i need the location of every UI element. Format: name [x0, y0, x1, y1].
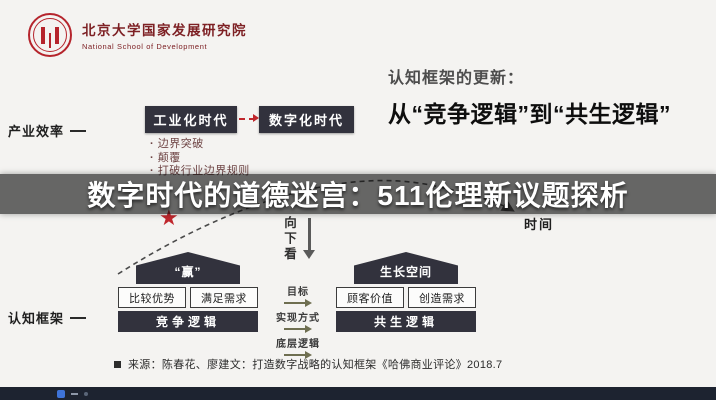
axis-label-text: 认知框架	[8, 311, 65, 326]
house-cells: 顾客价值 创造需求	[336, 287, 476, 308]
logo-subtitle: National School of Development	[82, 42, 208, 51]
university-emblem-icon	[28, 13, 72, 57]
axis-label-industry-efficiency: 产业效率	[8, 121, 87, 140]
heading-title: 从“竞争逻辑”到“共生逻辑”	[388, 101, 671, 127]
right-arrow-icon	[284, 299, 312, 307]
logo-title: 北京大学国家发展研究院	[82, 23, 247, 38]
axis-label-cognitive-framework: 认知框架	[8, 308, 87, 327]
relation-label: 底层逻辑	[276, 339, 320, 350]
era-box-digital: 数字化时代	[259, 106, 354, 133]
right-arrow-icon	[284, 325, 312, 333]
taskbar-dot-icon	[84, 391, 88, 396]
house-roof-win: “赢”	[136, 252, 240, 284]
house-base-symbiosis-logic: 共生逻辑	[336, 311, 476, 332]
title-banner-overlay: 数字时代的道德迷宫：511伦理新议题探析	[0, 174, 716, 214]
right-arrow-icon	[284, 351, 312, 359]
era-box-industrial: 工业化时代	[145, 106, 237, 133]
logo-text-block: 北京大学国家发展研究院 National School of Developme…	[82, 19, 247, 51]
bullet-item: 颠覆	[150, 152, 250, 166]
relation-goal: 目标	[284, 283, 312, 307]
look-down-callout: 向下看	[280, 216, 315, 263]
university-logo: 北京大学国家发展研究院 National School of Developme…	[28, 13, 247, 57]
axis-tick-line	[70, 129, 87, 132]
relation-label: 目标	[287, 287, 309, 298]
emblem-seal-marks	[41, 27, 45, 44]
relation-label: 实现方式	[276, 313, 320, 324]
digital-era-bullet-list: 边界突破 颠覆 打破行业边界规则	[150, 138, 250, 179]
down-arrow-icon	[303, 216, 315, 262]
square-bullet-icon	[114, 360, 121, 368]
bottom-taskbar	[0, 387, 716, 400]
cognitive-framework-heading: 认知框架的更新： 从“竞争逻辑”到“共生逻辑”	[388, 64, 671, 129]
axis-tick-line	[70, 316, 87, 319]
banner-title: 数字时代的道德迷宫：511伦理新议题探析	[87, 180, 629, 211]
bullet-item: 边界突破	[150, 138, 250, 152]
taskbar-glyph-icon[interactable]	[71, 392, 78, 395]
axis-label-text: 产业效率	[8, 124, 65, 139]
competition-logic-house: “赢” 比较优势 满足需求 竞争逻辑	[118, 252, 258, 332]
cell-customer-value: 顾客价值	[336, 287, 404, 308]
house-base-competition-logic: 竞争逻辑	[118, 311, 258, 332]
cell-satisfy-demand: 满足需求	[190, 287, 258, 308]
era-transition-arrow-icon	[239, 114, 259, 122]
relation-column: 目标 实现方式 底层逻辑	[261, 283, 335, 359]
relation-underlying-logic: 底层逻辑	[276, 335, 320, 359]
cell-create-demand: 创造需求	[408, 287, 476, 308]
source-citation: 来源：陈春花、廖建文：打造数字战略的认知框架《哈佛商业评论》2018.7	[114, 356, 502, 372]
cell-comparative-advantage: 比较优势	[118, 287, 186, 308]
symbiosis-logic-house: 生长空间 顾客价值 创造需求 共生逻辑	[336, 252, 476, 332]
source-text: 来源：陈春花、廖建文：打造数字战略的认知框架《哈佛商业评论》2018.7	[128, 359, 503, 371]
player-app-icon[interactable]	[57, 389, 65, 398]
heading-kicker: 认知框架的更新：	[388, 70, 525, 87]
relation-method: 实现方式	[276, 309, 320, 333]
look-down-label: 向下看	[282, 216, 296, 263]
axis-label-time: 时间	[524, 217, 555, 232]
house-cells: 比较优势 满足需求	[118, 287, 258, 308]
house-roof-growth-space: 生长空间	[354, 252, 458, 284]
